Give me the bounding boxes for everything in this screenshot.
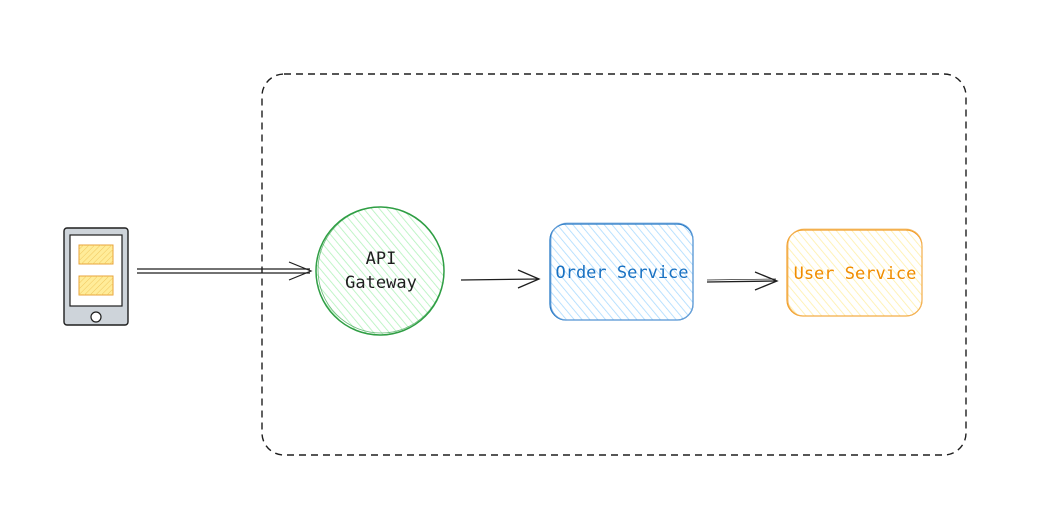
order-service-label: Order Service [555,263,688,283]
api-gateway-label-line2: Gateway [345,273,417,293]
api-gateway-label-line1: API [366,249,397,269]
api-gateway-node[interactable]: API Gateway [315,206,445,336]
edge-gateway-to-order [460,269,541,289]
phone-screen-panel-bottom [78,275,114,296]
phone-screen-panel-top [78,244,114,265]
mobile-phone-icon[interactable] [63,227,129,326]
phone-home-button [90,311,102,323]
system-boundary [261,73,967,456]
order-service-node[interactable]: Order Service [549,222,694,321]
user-service-node[interactable]: User Service [786,228,923,317]
edge-client-to-gateway [137,261,313,281]
edge-order-to-user [706,271,779,291]
user-service-label: User Service [794,264,917,284]
